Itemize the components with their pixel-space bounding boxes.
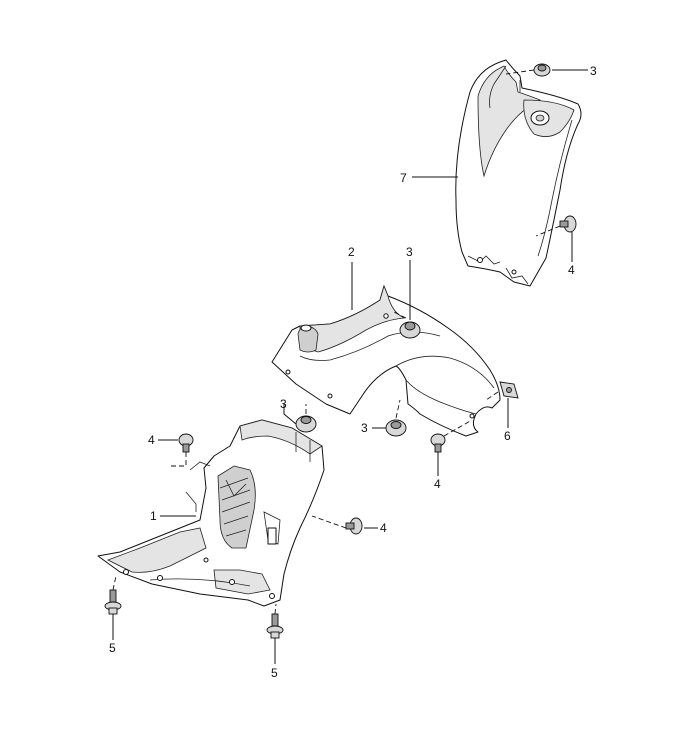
callout-3-top: 3: [590, 64, 597, 78]
assembly-lines: [112, 69, 561, 615]
part-3-grommet-top: [533, 63, 551, 77]
part-6-clip-nut: [499, 381, 519, 399]
part-3-grommet-center: [385, 419, 407, 437]
part-5-rivet-center: [266, 613, 284, 639]
callout-2: 2: [348, 245, 355, 259]
callout-5-center: 5: [271, 666, 278, 680]
callout-3-center: 3: [361, 421, 368, 435]
callout-3-left: 3: [280, 397, 287, 411]
callout-5-left: 5: [109, 641, 116, 655]
part-5-rivet-left: [104, 589, 122, 615]
part-4-screw-center: [430, 433, 446, 453]
part-7-rear-liner: [455, 59, 582, 287]
callout-4-left: 4: [148, 433, 155, 447]
callout-3-mid: 3: [406, 245, 413, 259]
leader-lines: [112, 69, 588, 664]
part-1-lower-liner: [97, 419, 325, 607]
callout-7: 7: [400, 171, 407, 185]
callout-4-mid-right: 4: [380, 521, 387, 535]
callout-labels: 3 7 4 2 3 3 3 4 4 4 6 1 5 5: [109, 64, 597, 680]
part-3-grommet-mid: [399, 321, 421, 339]
callout-4-right-upper: 4: [568, 263, 575, 277]
part-4-screw-left: [178, 433, 194, 453]
callout-1: 1: [150, 509, 157, 523]
part-3-grommet-left: [295, 415, 317, 433]
part-4-screw-mid-right: [345, 517, 363, 535]
part-4-screw-right-upper: [559, 215, 577, 233]
callout-4-center: 4: [434, 477, 441, 491]
callout-6: 6: [504, 429, 511, 443]
